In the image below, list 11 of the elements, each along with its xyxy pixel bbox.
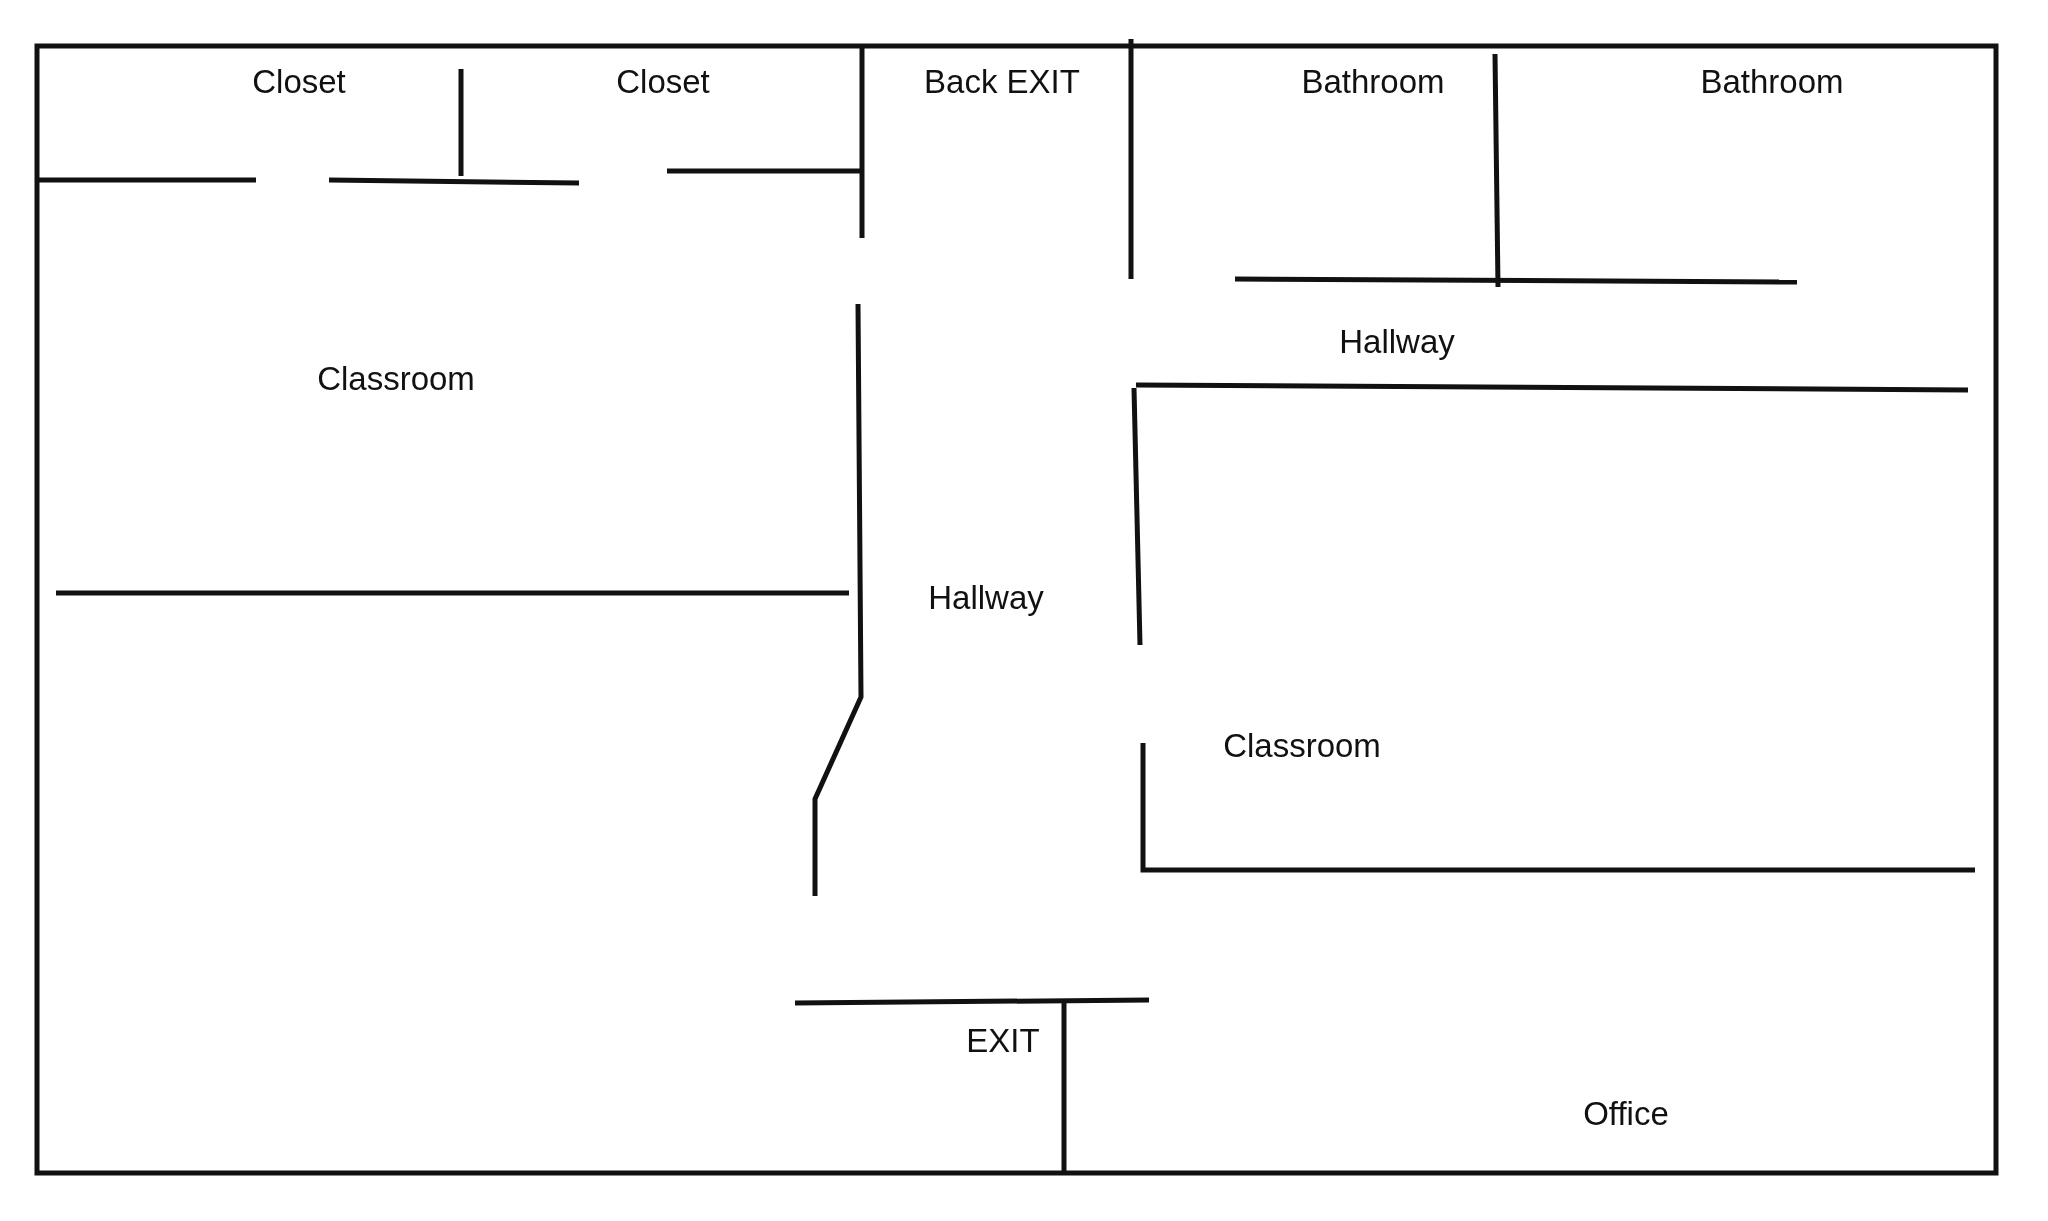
room-label: Hallway bbox=[1339, 323, 1455, 361]
room-label: Closet bbox=[616, 63, 710, 101]
room-label: Back EXIT bbox=[924, 63, 1080, 101]
room-label: Classroom bbox=[1223, 727, 1381, 765]
room-label: Bathroom bbox=[1301, 63, 1445, 101]
room-label: Closet bbox=[252, 63, 346, 101]
room-label: Hallway bbox=[928, 579, 1044, 617]
room-label: Bathroom bbox=[1700, 63, 1844, 101]
room-label: EXIT bbox=[966, 1022, 1040, 1060]
room-label: Office bbox=[1583, 1095, 1669, 1133]
room-label: Classroom bbox=[317, 360, 475, 398]
